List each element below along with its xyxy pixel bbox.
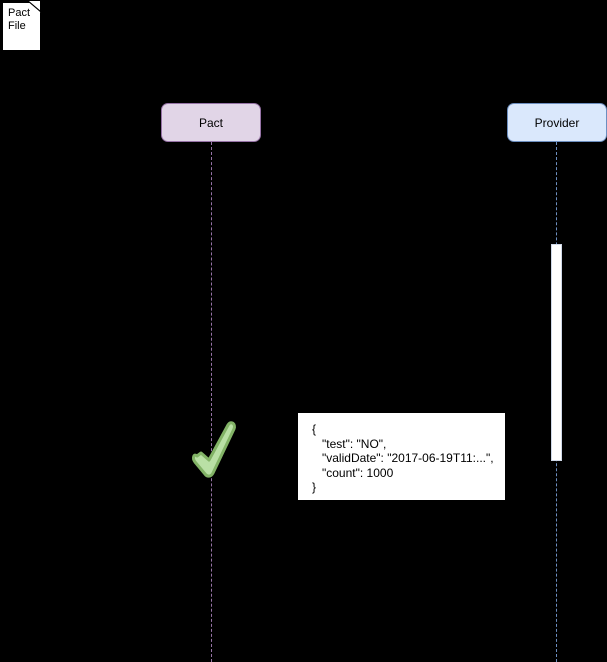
json-line-3: "validDate": "2017-06-19T11:...", — [312, 451, 494, 465]
pact-file-note-line-1: Pact — [8, 7, 31, 19]
json-line-1: { — [312, 422, 317, 436]
json-line-2: "test": "NO", — [312, 436, 387, 451]
json-line-4: "count": 1000 — [312, 465, 394, 480]
participant-pact[interactable]: Pact — [161, 103, 261, 142]
pact-file-note: Pact File — [2, 2, 41, 51]
lifeline-pact — [211, 142, 212, 662]
activation-bar-provider[interactable] — [551, 244, 562, 461]
participant-provider-label: Provider — [534, 115, 580, 130]
green-check-icon — [192, 421, 236, 478]
json-payload-box: { "test": "NO", "validDate": "2017-06-19… — [297, 412, 506, 501]
participant-provider[interactable]: Provider — [507, 103, 607, 142]
pact-file-note-line-2: File — [8, 20, 26, 32]
participant-pact-label: Pact — [198, 115, 223, 130]
note-fold-icon — [26, 0, 41, 13]
json-line-5: } — [312, 480, 317, 494]
